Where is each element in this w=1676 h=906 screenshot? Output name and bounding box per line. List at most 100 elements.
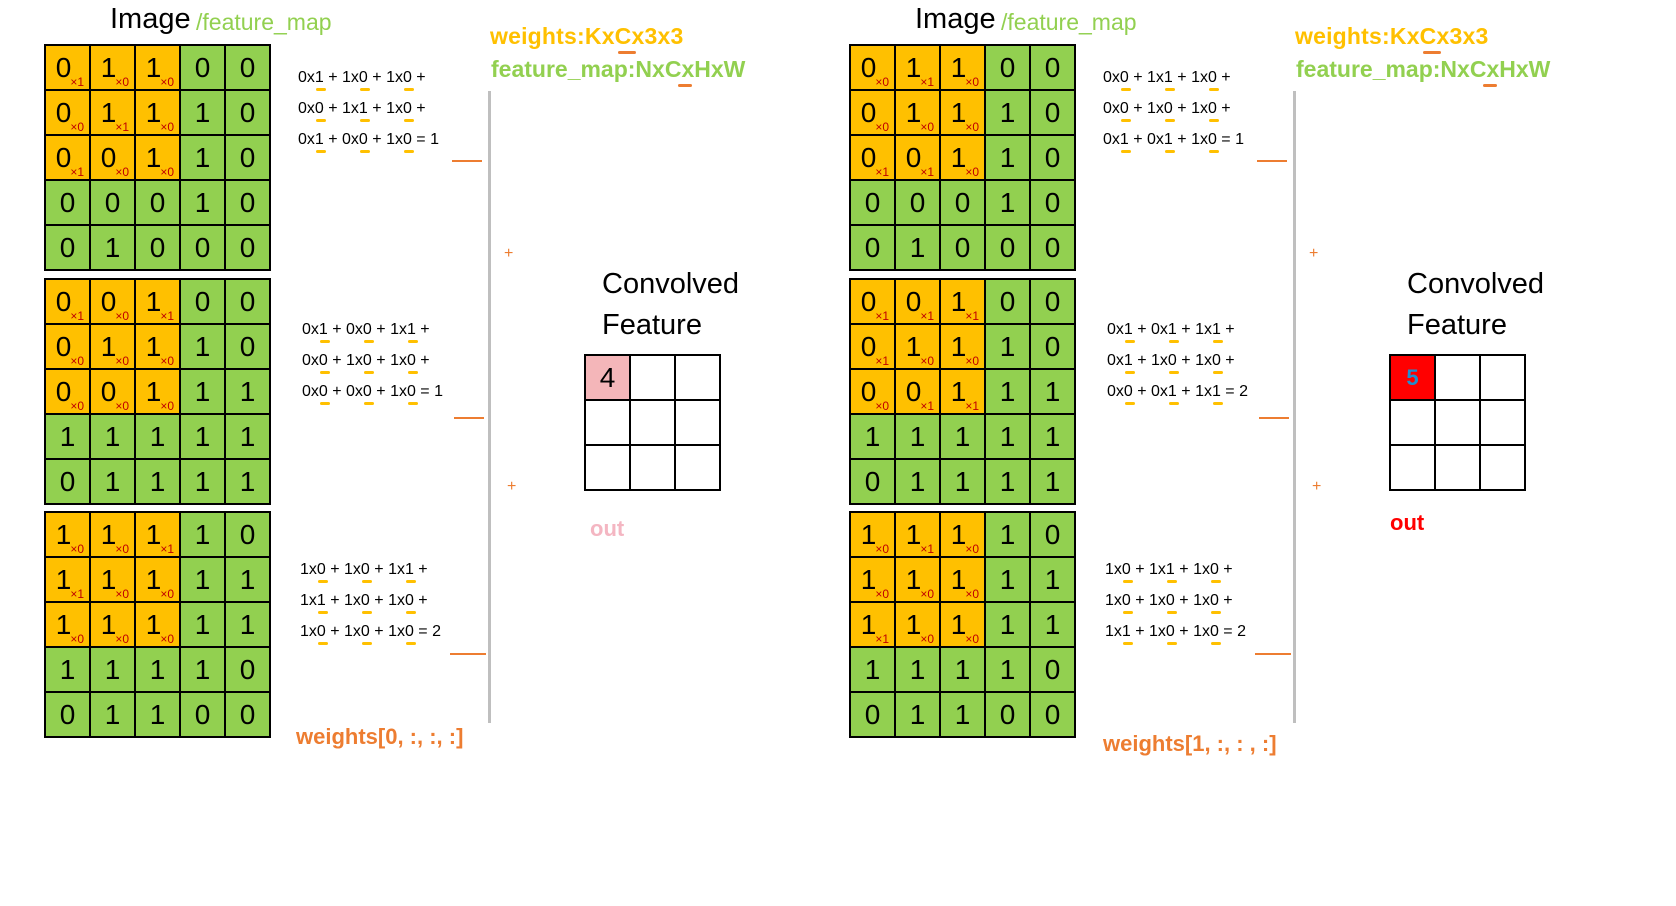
kernel-weight: ×1 [920,309,934,323]
out-label: out [590,516,625,541]
grid-cell: 0 [1030,279,1075,324]
grid-cell: 1 [850,414,895,459]
grid-cell: 1 [180,180,225,225]
kernel-weight: ×1 [70,165,84,179]
grid-cell: 1 [135,459,180,504]
grid-cell: 1 [850,647,895,692]
grid-cell: 1 [180,324,225,369]
image-title: Image [110,3,191,35]
grid-cell: 0 [135,180,180,225]
cell-value: 0 [55,376,72,407]
result-underline [450,653,486,655]
kernel-weight: ×0 [115,165,129,179]
result-underline [452,160,482,162]
cell-value: 1 [100,52,117,83]
product-term: 0x1 [302,321,328,338]
cell-value: 1 [55,519,72,550]
cell-value: 1 [145,519,162,550]
grid-cell: 1 [985,90,1030,135]
product-term: 1x0 [300,561,326,578]
kernel-weight: ×1 [920,542,934,556]
grid-cell: 0×1 [895,279,940,324]
plus-sign: + [1312,478,1322,495]
grid-cell: 0 [45,692,90,737]
cell-value: 1 [905,609,922,640]
cell-value: 0 [905,286,922,317]
kernel-weight: ×0 [115,354,129,368]
kernel-weight: ×0 [965,354,979,368]
product-term: 0x0 [298,100,324,117]
cell-value: 1 [194,609,211,640]
cell-value: 1 [864,421,881,452]
cell-value: 0 [55,331,72,362]
product-term: 0x0 [346,383,372,400]
grid-cell: 0×0 [45,90,90,135]
sum-bracket-line [1293,91,1296,723]
grid-cell: 0 [225,180,270,225]
grid-cell: 1×0 [850,512,895,557]
grid-cell: 1 [985,369,1030,414]
cell-value: 1 [950,564,967,595]
grid-cell: 0 [180,279,225,324]
kernel-weight: ×0 [875,399,889,413]
product-term: 1x1 [1195,383,1221,400]
cell-value: 1 [954,421,971,452]
kernel-weight: ×0 [920,120,934,134]
grid-cell: 0 [90,180,135,225]
cell-value: 0 [1044,654,1061,685]
cell-value: 1 [950,97,967,128]
grid-cell: 1×1 [850,602,895,647]
grid-cell: 0×1 [850,324,895,369]
grid-cell: 0 [225,135,270,180]
grid-cell: 1 [225,602,270,647]
grid-cell: 1 [180,369,225,414]
equation-block: 0x0 + 1x1 + 1x0 + 0x0 + 1x0 + 1x0 + 0x1 … [1103,62,1244,155]
product-term: 1x0 [344,592,370,609]
product-term: 1x0 [344,623,370,640]
cell-value: 1 [104,466,121,497]
grid-cell: 1 [180,512,225,557]
product-term: 0x1 [1151,383,1177,400]
grid-cell: 1×0 [940,602,985,647]
kernel-weight: ×0 [160,354,174,368]
cell-value: 0 [864,187,881,218]
grid-cell: 1×1 [895,512,940,557]
output-cell [1480,400,1525,445]
equation-line: 1x1 + 1x0 + 1x0 + [300,592,428,609]
product-term: 1x0 [346,352,372,369]
cell-value: 1 [999,97,1016,128]
grid-cell: 0 [850,692,895,737]
cell-value: 1 [905,331,922,362]
cell-value: 0 [59,466,76,497]
grid-cell: 0 [1030,324,1075,369]
grid-cell: 0 [850,225,895,270]
grid-cell: 1×0 [895,324,940,369]
cell-value: 1 [954,654,971,685]
result-underline [1255,653,1291,655]
equation-line: 0x0 + 0x0 + 1x0 = 1 [302,383,443,400]
product-term: 0x1 [1107,321,1133,338]
grid-cell: 1 [45,647,90,692]
kernel-weight: ×0 [160,399,174,413]
grid-cell: 0×1 [850,135,895,180]
kernel-weight: ×0 [70,632,84,646]
output-cell [630,400,675,445]
output-grid: 4 [584,354,721,491]
cell-value: 0 [239,699,256,730]
product-term: 1x0 [1105,561,1131,578]
equation-line: 1x0 + 1x0 + 1x1 + [300,561,428,578]
kernel-weight: ×1 [920,75,934,89]
cell-value: 0 [239,232,256,263]
cell-value: 0 [1044,699,1061,730]
cell-value: 0 [55,286,72,317]
product-term: 0x0 [342,131,368,148]
cell-value: 0 [1044,232,1061,263]
kernel-weight: ×0 [920,587,934,601]
kernel-weight: ×0 [115,309,129,323]
kernel-weight: ×1 [965,399,979,413]
weights-shape-header: weights:KxCx3x3 [490,23,684,49]
kernel-weight: ×0 [965,75,979,89]
product-term: 1x0 [1149,592,1175,609]
grid-cell: 0 [985,45,1030,90]
